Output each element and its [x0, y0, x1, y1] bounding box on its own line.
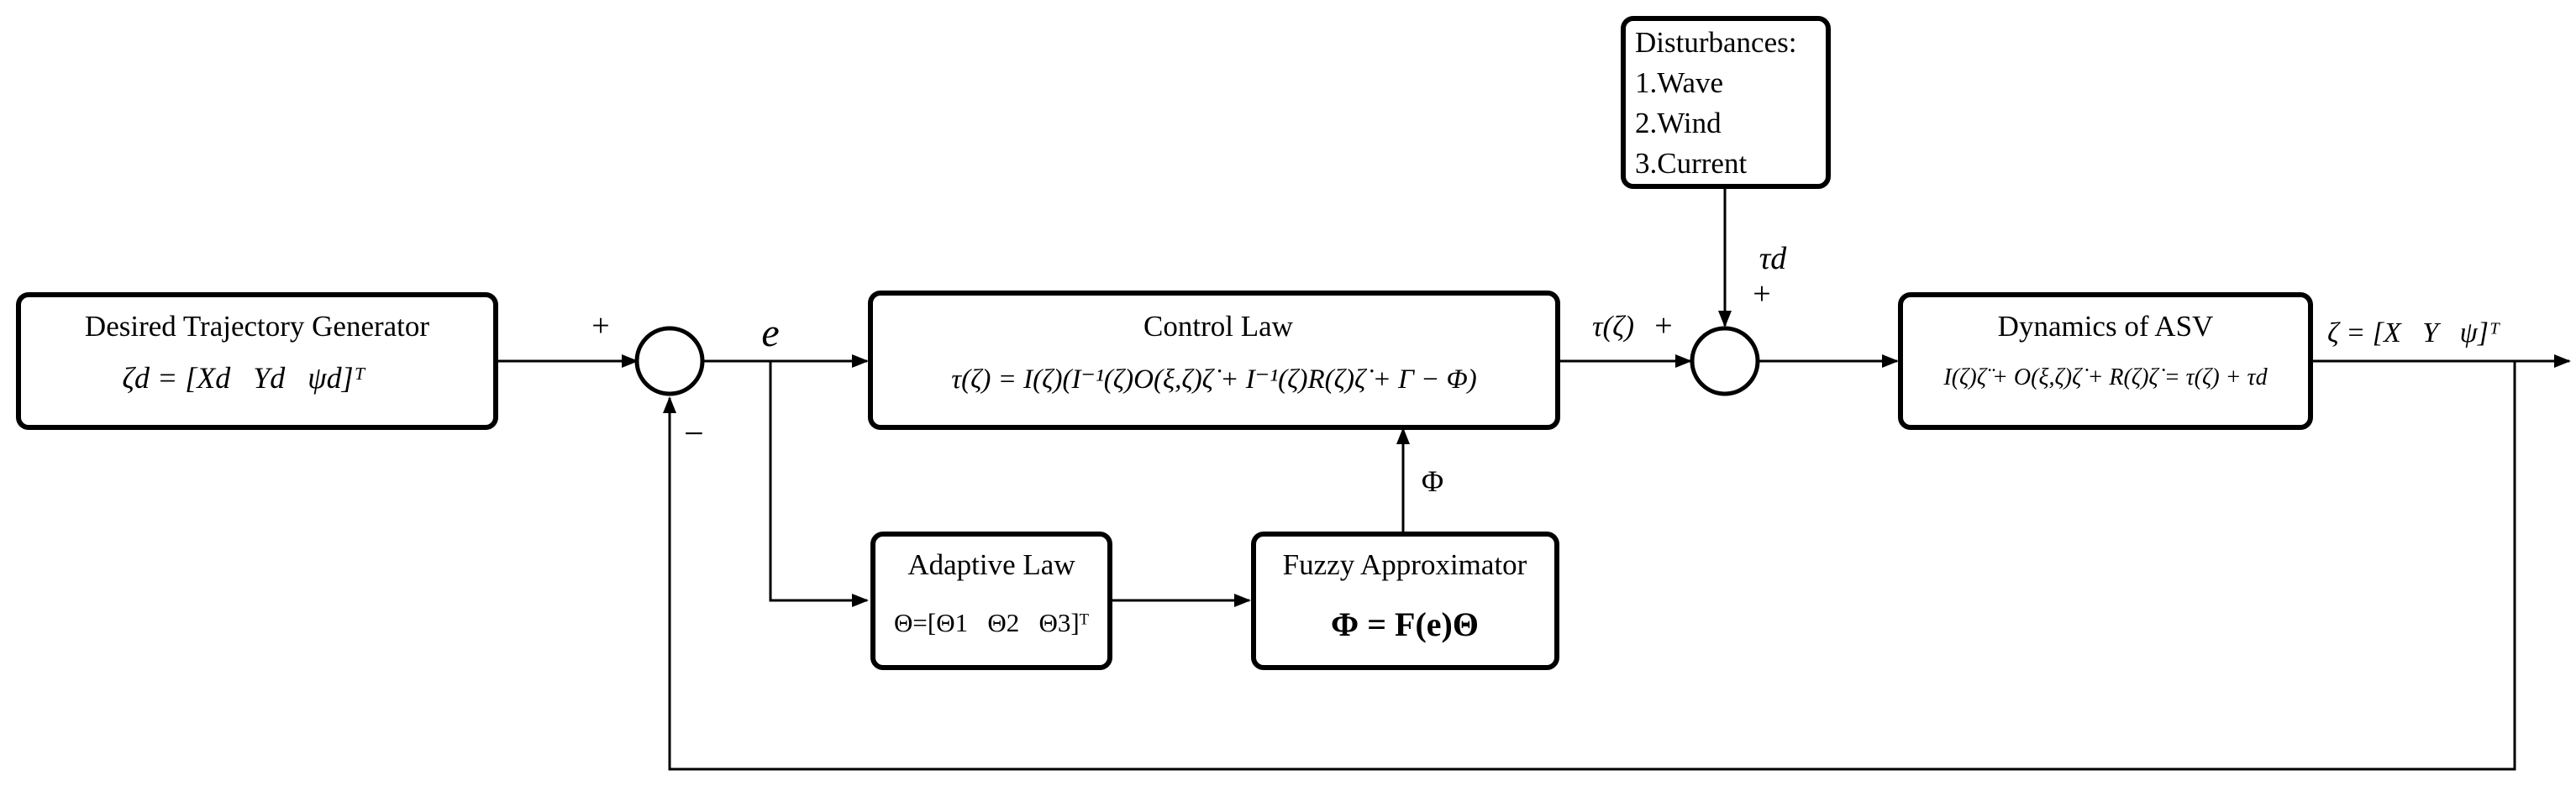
- control-law-title: Control Law: [1143, 310, 1294, 343]
- summing-junction-disturbance: [1690, 326, 1760, 396]
- block-dynamics-asv: Dynamics of ASV I(ζ)ζ̈ + O(ξ,ζ)ζ̇ + R(ζ)…: [1898, 292, 2313, 430]
- arrow-feedback: [663, 361, 2516, 771]
- fuzzy-approximator-equation: Φ = F(e)Θ: [1331, 605, 1479, 643]
- disturbance-item-wind: 2.Wind: [1635, 107, 1722, 139]
- summing-junction-error: [634, 326, 705, 396]
- trajectory-generator-equation: ζd = [Xd Yd ψd]ᵀ: [122, 361, 365, 395]
- sum1-plus-sign: +: [591, 308, 609, 343]
- block-adaptive-law: Adaptive Law Θ=[Θ1 Θ2 Θ3]ᵀ: [870, 532, 1112, 670]
- system-output-label: ζ = [X Y ψ]ᵀ: [2327, 317, 2500, 348]
- arrow-error-to-adaptive-law: [769, 361, 869, 607]
- disturbance-item-wave: 1.Wave: [1635, 66, 1723, 99]
- error-signal-label: e: [761, 311, 779, 355]
- block-control-law: Control Law τ(ζ) = I(ζ)(I⁻¹(ζ)O(ξ,ζ)ζ̇ +…: [868, 291, 1560, 430]
- trajectory-generator-title: Desired Trajectory Generator: [85, 310, 429, 343]
- adaptive-law-title: Adaptive Law: [907, 548, 1075, 581]
- dynamics-title: Dynamics of ASV: [1998, 310, 2214, 343]
- fuzzy-approximator-title: Fuzzy Approximator: [1283, 548, 1527, 581]
- control-output-label: τ(ζ): [1592, 310, 1634, 343]
- sum2-plus-left-sign: +: [1654, 308, 1672, 343]
- sum1-minus-sign: −: [684, 415, 704, 453]
- block-disturbances: Disturbances: 1.Wave 2.Wind 3.Current: [1621, 16, 1831, 189]
- disturbances-title: Disturbances:: [1635, 26, 1796, 59]
- fuzzy-output-label: Φ: [1422, 464, 1443, 498]
- disturbance-signal-label: τd: [1759, 241, 1788, 276]
- dynamics-equation: I(ζ)ζ̈ + O(ξ,ζ)ζ̇ + R(ζ)ζ̇ = τ(ζ) + τd: [1943, 364, 2268, 390]
- control-law-equation: τ(ζ) = I(ζ)(I⁻¹(ζ)O(ξ,ζ)ζ̇ + I⁻¹(ζ)R(ζ)ζ…: [951, 364, 1476, 395]
- block-trajectory-generator: Desired Trajectory Generator ζd = [Xd Yd…: [16, 292, 498, 430]
- block-fuzzy-approximator: Fuzzy Approximator Φ = F(e)Θ: [1251, 532, 1559, 670]
- sum2-plus-top-sign: +: [1753, 276, 1770, 312]
- disturbance-item-current: 3.Current: [1635, 147, 1747, 180]
- adaptive-law-equation: Θ=[Θ1 Θ2 Θ3]ᵀ: [894, 608, 1089, 637]
